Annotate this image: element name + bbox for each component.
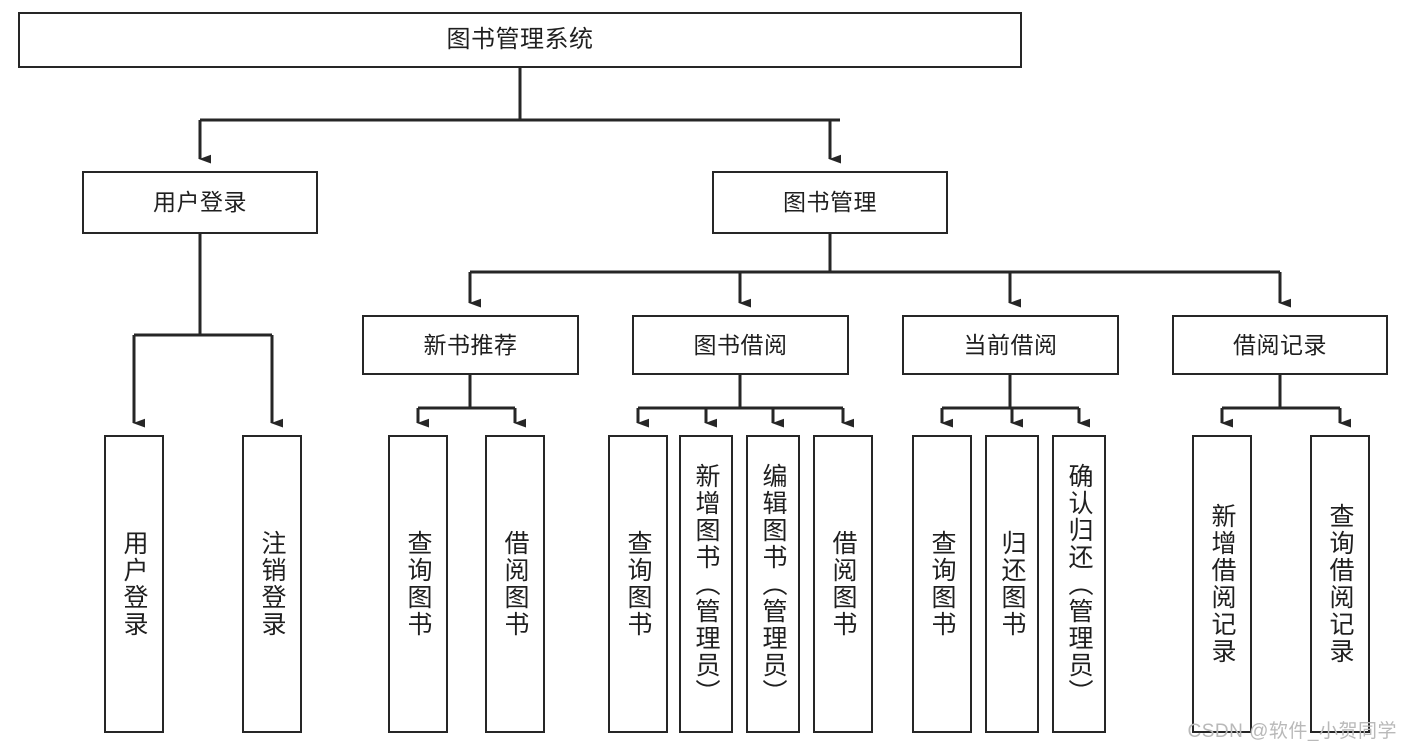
leaf-node-label: 查询图书 (928, 530, 956, 638)
node-root[interactable]: 图书管理系统 (18, 12, 1022, 68)
leaf-node[interactable]: 新增图书（管理员） (679, 435, 733, 733)
leaf-node-label: 借阅图书 (501, 530, 529, 638)
leaf-node[interactable]: 借阅图书 (813, 435, 873, 733)
node-book-management[interactable]: 图书管理 (712, 171, 948, 234)
node-book-borrow[interactable]: 图书借阅 (632, 315, 849, 375)
leaf-node[interactable]: 注销登录 (242, 435, 302, 733)
leaf-node-label: 确认归还（管理员） (1065, 462, 1093, 706)
leaf-node-label: 新增借阅记录 (1208, 503, 1236, 665)
leaf-node[interactable]: 查询图书 (388, 435, 448, 733)
leaf-node[interactable]: 确认归还（管理员） (1052, 435, 1106, 733)
node-book-borrow-label: 图书借阅 (693, 331, 788, 358)
leaf-node[interactable]: 用户登录 (104, 435, 164, 733)
node-user-login[interactable]: 用户登录 (82, 171, 318, 234)
leaf-node-label: 编辑图书（管理员） (759, 462, 787, 706)
leaf-node[interactable]: 编辑图书（管理员） (746, 435, 800, 733)
node-current-borrow-label: 当前借阅 (963, 331, 1058, 358)
leaf-node-label: 查询图书 (404, 530, 432, 638)
node-borrow-record[interactable]: 借阅记录 (1172, 315, 1388, 375)
node-new-book-recommend-label: 新书推荐 (423, 331, 518, 358)
leaf-node[interactable]: 借阅图书 (485, 435, 545, 733)
leaf-node-label: 借阅图书 (829, 530, 857, 638)
watermark: CSDN @软件_小贺同学 (1187, 721, 1397, 742)
leaf-node-label: 归还图书 (998, 530, 1026, 638)
node-root-label: 图书管理系统 (446, 26, 594, 54)
leaf-node[interactable]: 查询图书 (608, 435, 668, 733)
leaf-node[interactable]: 查询借阅记录 (1310, 435, 1370, 733)
leaf-node[interactable]: 归还图书 (985, 435, 1039, 733)
leaf-node-label: 查询图书 (624, 530, 652, 638)
leaf-node-label: 查询借阅记录 (1326, 503, 1354, 665)
leaf-node[interactable]: 新增借阅记录 (1192, 435, 1252, 733)
node-current-borrow[interactable]: 当前借阅 (902, 315, 1119, 375)
leaf-node-label: 注销登录 (258, 530, 286, 638)
node-user-login-label: 用户登录 (153, 189, 247, 216)
node-borrow-record-label: 借阅记录 (1233, 331, 1327, 358)
node-book-management-label: 图书管理 (783, 189, 877, 216)
leaf-node-label: 新增图书（管理员） (692, 462, 720, 706)
leaf-node[interactable]: 查询图书 (912, 435, 972, 733)
leaf-node-label: 用户登录 (120, 530, 148, 638)
node-new-book-recommend[interactable]: 新书推荐 (362, 315, 579, 375)
